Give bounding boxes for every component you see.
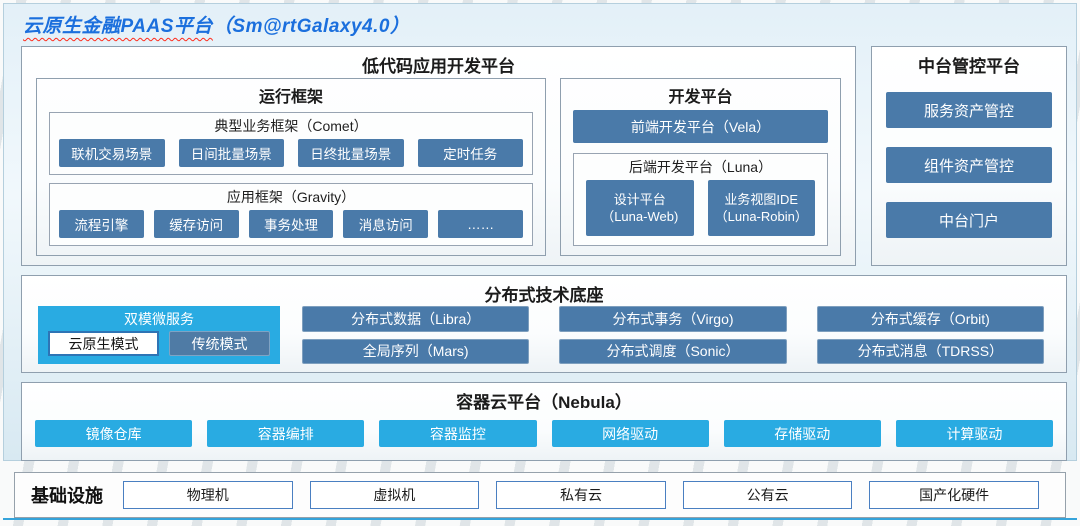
infra-title: 基础设施 [31, 486, 103, 506]
distributed-base-box: 分布式技术底座 双模微服务 云原生模式 传统模式 分布式数据（Libra） 分布… [21, 275, 1067, 373]
block-compute-driver: 计算驱动 [895, 420, 1054, 447]
block-eod-batch: 日终批量场景 [298, 139, 404, 167]
block-physical-machine: 物理机 [123, 481, 293, 509]
block-public-cloud: 公有云 [682, 481, 853, 509]
dualmode-items-row: 云原生模式 传统模式 [48, 331, 270, 356]
infra-band: 基础设施 物理机 虚拟机 私有云 公有云 国产化硬件 [14, 472, 1066, 518]
page-title-version: （Sm@rtGalaxy4.0） [212, 16, 410, 37]
comet-framework-box: 典型业务框架（Comet） 联机交易场景 日间批量场景 日终批量场景 定时任务 [49, 112, 533, 175]
block-traditional-mode: 传统模式 [168, 331, 270, 356]
block-luna-robin: 业务视图IDE （Luna-Robin） [707, 180, 815, 236]
gravity-label: 应用框架（Gravity） [226, 189, 356, 205]
block-virtual-machine: 虚拟机 [309, 481, 480, 509]
dualmode-label: 双模微服务 [124, 311, 194, 327]
dualmode-microservice-box: 双模微服务 云原生模式 传统模式 [38, 306, 280, 364]
luna-robin-line1: 业务视图IDE [724, 192, 799, 207]
luna-robin-line2: （Luna-Robin） [714, 209, 808, 224]
midplatform-items: 服务资产管控 组件资产管控 中台门户 [872, 92, 1066, 238]
distributed-content: 双模微服务 云原生模式 传统模式 分布式数据（Libra） 分布式事务（Virg… [38, 306, 1044, 364]
gravity-framework-box: 应用框架（Gravity） 流程引擎 缓存访问 事务处理 消息访问 …… [49, 183, 533, 246]
gravity-items-row: 流程引擎 缓存访问 事务处理 消息访问 …… [50, 210, 532, 245]
block-private-cloud: 私有云 [496, 481, 666, 509]
luna-web-line1: 设计平台 [613, 192, 666, 207]
lowcode-title: 低代码应用开发平台 [362, 57, 515, 76]
luna-label: 后端开发平台（Luna） [628, 159, 773, 175]
luna-items-row: 设计平台 （Luna-Web) 业务视图IDE （Luna-Robin） [574, 180, 827, 245]
midplatform-title: 中台管控平台 [918, 57, 1020, 76]
main-panel: 云原生金融PAAS平台（Sm@rtGalaxy4.0） 低代码应用开发平台 运行… [3, 3, 1077, 461]
dev-platform-box: 开发平台 前端开发平台（Vela） 后端开发平台（Luna） 设计平台 （Lun… [560, 78, 841, 256]
block-service-asset-mgmt: 服务资产管控 [886, 92, 1052, 128]
block-storage-driver: 存储驱动 [723, 420, 881, 447]
block-image-registry: 镜像仓库 [35, 420, 193, 447]
block-message-access: 消息访问 [343, 210, 429, 238]
infra-items-row: 物理机 虚拟机 私有云 公有云 国产化硬件 [123, 481, 1039, 509]
block-distributed-transaction-virgo: 分布式事务（Virgo) [559, 306, 787, 332]
block-scheduled-task: 定时任务 [417, 139, 523, 167]
runtime-title: 运行框架 [258, 89, 323, 106]
block-distributed-data-libra: 分布式数据（Libra） [302, 306, 530, 332]
block-global-sequence-mars: 全局序列（Mars) [302, 338, 530, 364]
bottom-divider-line [3, 518, 1077, 520]
comet-label: 典型业务框架（Comet） [214, 118, 368, 134]
block-midplatform-portal: 中台门户 [886, 202, 1052, 238]
block-container-monitoring: 容器监控 [379, 420, 537, 447]
lowcode-platform-box: 低代码应用开发平台 运行框架 典型业务框架（Comet） 联机交易场景 日间批量… [21, 46, 856, 266]
block-frontend-vela: 前端开发平台（Vela） [573, 110, 828, 143]
block-component-asset-mgmt: 组件资产管控 [886, 147, 1052, 183]
block-distributed-message-tdrss: 分布式消息（TDRSS） [816, 338, 1044, 364]
block-distributed-scheduling-sonic: 分布式调度（Sonic） [559, 338, 787, 364]
block-luna-web: 设计平台 （Luna-Web) [586, 180, 694, 236]
nebula-title: 容器云平台（Nebula） [456, 393, 632, 412]
block-transaction-processing: 事务处理 [248, 210, 334, 238]
midplatform-box: 中台管控平台 服务资产管控 组件资产管控 中台门户 [871, 46, 1067, 266]
block-daytime-batch: 日间批量场景 [178, 139, 284, 167]
lowcode-content: 运行框架 典型业务框架（Comet） 联机交易场景 日间批量场景 日终批量场景 … [22, 78, 855, 256]
dev-title: 开发平台 [668, 89, 733, 106]
nebula-box: 容器云平台（Nebula） 镜像仓库 容器编排 容器监控 网络驱动 存储驱动 计… [21, 382, 1067, 461]
block-network-driver: 网络驱动 [551, 420, 709, 447]
block-more-ellipsis: …… [438, 210, 523, 238]
page-title: 云原生金融PAAS平台（Sm@rtGalaxy4.0） [23, 11, 409, 38]
block-process-engine: 流程引擎 [59, 210, 144, 238]
block-container-orchestration: 容器编排 [207, 420, 365, 447]
page-title-text: 云原生金融PAAS平台 [23, 16, 213, 37]
block-domestic-hardware: 国产化硬件 [869, 481, 1039, 509]
distributed-title: 分布式技术底座 [484, 286, 604, 305]
block-online-trading: 联机交易场景 [59, 139, 165, 167]
block-distributed-cache-orbit: 分布式缓存（Orbit) [816, 306, 1044, 332]
comet-items-row: 联机交易场景 日间批量场景 日终批量场景 定时任务 [50, 139, 532, 174]
nebula-items-row: 镜像仓库 容器编排 容器监控 网络驱动 存储驱动 计算驱动 [35, 420, 1054, 447]
distributed-items-grid: 分布式数据（Libra） 分布式事务（Virgo) 分布式缓存（Orbit) 全… [302, 306, 1044, 364]
block-cache-access: 缓存访问 [153, 210, 239, 238]
backend-luna-box: 后端开发平台（Luna） 设计平台 （Luna-Web) 业务视图IDE （Lu… [573, 153, 828, 246]
luna-web-line2: （Luna-Web) [601, 209, 679, 224]
runtime-framework-box: 运行框架 典型业务框架（Comet） 联机交易场景 日间批量场景 日终批量场景 … [36, 78, 546, 256]
block-cloudnative-mode: 云原生模式 [48, 331, 159, 356]
